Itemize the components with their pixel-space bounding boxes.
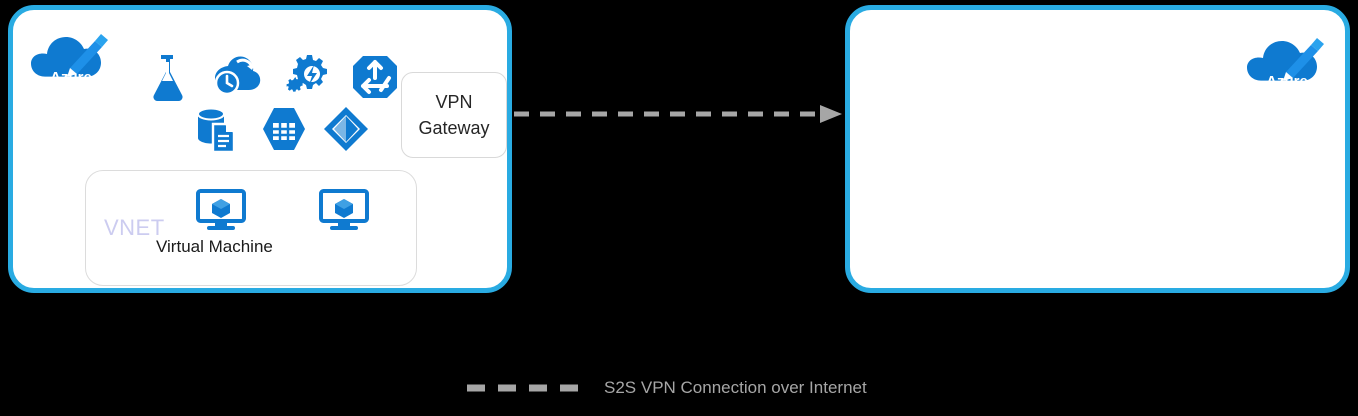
region-panel-left: Azure VPN Gateway [8, 5, 512, 293]
azure-logo-text: Azure [1266, 73, 1308, 90]
legend: S2S VPN Connection over Internet [465, 378, 867, 398]
virtual-machine-caption: Virtual Machine [156, 237, 273, 256]
vpn-gateway-line2: Gateway [418, 118, 490, 138]
vnet-container: VNET Virtual Machine [85, 170, 417, 286]
sql-database-icon [194, 106, 240, 154]
region-panel-right: Azure VPN Gateway VNET [845, 5, 1350, 293]
legend-dash-swatch [467, 384, 588, 392]
vpn-gateway-line1: VPN [435, 91, 473, 112]
automation-icon [283, 52, 333, 102]
legend-label: S2S VPN Connection over Internet [604, 378, 867, 397]
backup-icon [211, 52, 261, 102]
traffic-manager-icon [351, 52, 399, 102]
vnet-label: VNET [104, 215, 165, 240]
virtual-machine-icon [319, 189, 369, 231]
active-directory-icon [323, 106, 369, 152]
vpn-gateway-box[interactable]: VPN Gateway [401, 72, 507, 158]
azure-logo: Azure [1239, 32, 1335, 94]
virtual-machine-icon [196, 189, 246, 231]
flask-icon [146, 52, 188, 102]
batch-grid-icon [261, 106, 307, 152]
azure-logo: Azure [23, 28, 119, 90]
azure-logo-text: Azure [50, 69, 92, 86]
s2s-vpn-arrow [512, 100, 845, 128]
